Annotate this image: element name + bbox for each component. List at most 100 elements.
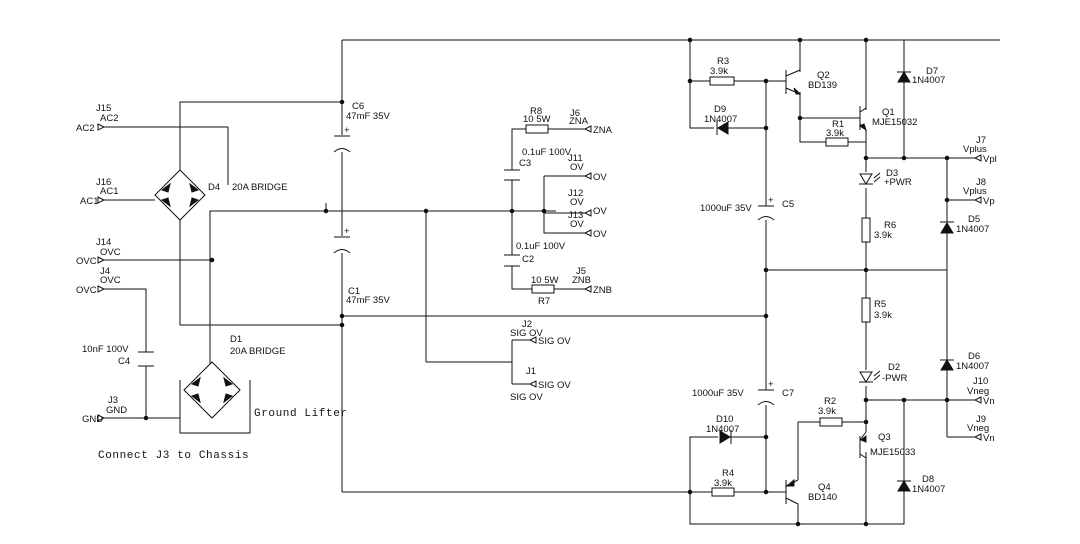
j5-ref: J5	[576, 266, 586, 277]
j2-name: SIG OV	[510, 328, 543, 339]
j12-pin: OV	[593, 206, 607, 217]
transistor-q4	[785, 478, 799, 505]
c4-val: 10nF 100V	[82, 344, 129, 355]
r4-ref: R4	[722, 468, 734, 479]
j14-pin: OVC	[76, 256, 97, 267]
j15-ref: J15	[96, 103, 111, 114]
r8-val: 10 5W	[523, 114, 550, 125]
diode-d9	[716, 121, 729, 135]
c7-val: 1000uF 35V	[692, 388, 744, 399]
d5-ref: D5	[968, 214, 980, 225]
j3-name: GND	[106, 405, 127, 416]
d2-ref: D2	[888, 362, 900, 373]
j2-ref: J2	[522, 319, 532, 330]
junction-dots	[143, 37, 950, 527]
c5-ref: C5	[782, 199, 794, 210]
r2-val: 3.9k	[818, 406, 836, 417]
c5-val: 1000uF 35V	[700, 203, 752, 214]
j7-pin: Vpl	[983, 154, 997, 165]
c6-ref: C6	[352, 101, 364, 112]
d7-val: 1N4007	[912, 75, 945, 86]
q1-ref: Q1	[882, 107, 895, 118]
j16-ref: J16	[96, 177, 111, 188]
diode-d10	[719, 430, 732, 444]
c3-val: 0.1uF 100V	[522, 147, 572, 158]
j13-pin: OV	[593, 229, 607, 240]
q3-ref: Q3	[878, 432, 891, 443]
j16-pin: AC1	[80, 196, 98, 207]
r2-ref: R2	[824, 396, 836, 407]
r5-val: 3.9k	[874, 310, 892, 321]
svg-text:+: +	[768, 195, 774, 206]
r7-val: 10 5W	[531, 275, 558, 286]
c2-val: 0.1uF 100V	[516, 241, 566, 252]
j10-name: Vneg	[967, 386, 989, 397]
d1-ref: D1	[230, 334, 242, 345]
d1-val: 20A BRIDGE	[230, 346, 285, 357]
j11-name: OV	[570, 162, 584, 173]
d9-val: 1N4007	[704, 114, 737, 125]
d6-val: 1N4007	[956, 361, 989, 372]
j4-ref: J4	[100, 266, 110, 277]
transistor-q1	[859, 106, 867, 132]
resistor-r1	[825, 137, 849, 147]
r6-ref: R6	[884, 220, 896, 231]
resistor-r8	[525, 124, 549, 134]
svg-text:+: +	[768, 379, 774, 390]
q4-val: BD140	[808, 492, 837, 503]
capacitor-c2	[504, 254, 520, 267]
resistor-r7	[531, 284, 555, 294]
d8-ref: D8	[922, 474, 934, 485]
q2-ref: Q2	[817, 70, 830, 81]
j12-name: OV	[570, 197, 584, 208]
d7-ref: D7	[926, 66, 938, 77]
j15-name: AC2	[100, 113, 118, 124]
j15-pin: AC2	[76, 123, 94, 134]
d5-val: 1N4007	[956, 224, 989, 235]
j5-name: ZNB	[572, 275, 591, 286]
c6-val: 47mF 35V	[346, 111, 390, 122]
j10-pin: Vn	[983, 396, 995, 407]
bridge-rectifier-d4	[154, 169, 206, 221]
wires	[104, 39, 1000, 525]
capacitor-c3	[504, 169, 520, 181]
d3-ref: D3	[886, 168, 898, 179]
capacitor-c5: +	[757, 195, 775, 221]
led-d3	[859, 172, 881, 185]
j2-pin: SIG OV	[538, 336, 571, 347]
q1-val: MJE15032	[872, 117, 917, 128]
r4-val: 3.9k	[714, 478, 732, 489]
j10-ref: J10	[973, 376, 988, 387]
j1-pin: SIG OV	[538, 380, 571, 391]
j13-name: OV	[570, 219, 584, 230]
j12-ref: J12	[568, 188, 583, 199]
connector-pin-markers	[97, 123, 982, 441]
j4-name: OVC	[100, 275, 121, 286]
svg-text:+: +	[344, 226, 350, 237]
capacitor-c4	[138, 351, 154, 367]
c4-ref: C4	[118, 356, 130, 367]
d3-val: +PWR	[884, 177, 912, 188]
d2-val: -PWR	[882, 373, 907, 384]
bridge-rectifier-d1	[183, 361, 241, 419]
c7-ref: C7	[782, 388, 794, 399]
d10-val: 1N4007	[706, 424, 739, 435]
j14-name: OVC	[100, 247, 121, 258]
d10-ref: D10	[716, 414, 733, 425]
r5-ref: R5	[874, 299, 886, 310]
led-d2	[859, 370, 881, 383]
j14-ref: J14	[96, 237, 111, 248]
diode-d6	[940, 359, 954, 371]
j11-ref: J11	[568, 153, 583, 164]
j8-name: Vplus	[963, 186, 987, 197]
r6-val: 3.9k	[874, 230, 892, 241]
j3-pin: GND	[82, 414, 103, 425]
j1-name: SIG OV	[510, 392, 543, 403]
j1-ref: J1	[526, 366, 536, 377]
r7-ref: R7	[538, 296, 550, 307]
chassis-note: Connect J3 to Chassis	[98, 450, 249, 462]
resistor-r2	[819, 417, 843, 427]
j6-ref: J6	[570, 108, 580, 119]
j9-name: Vneg	[967, 423, 989, 434]
